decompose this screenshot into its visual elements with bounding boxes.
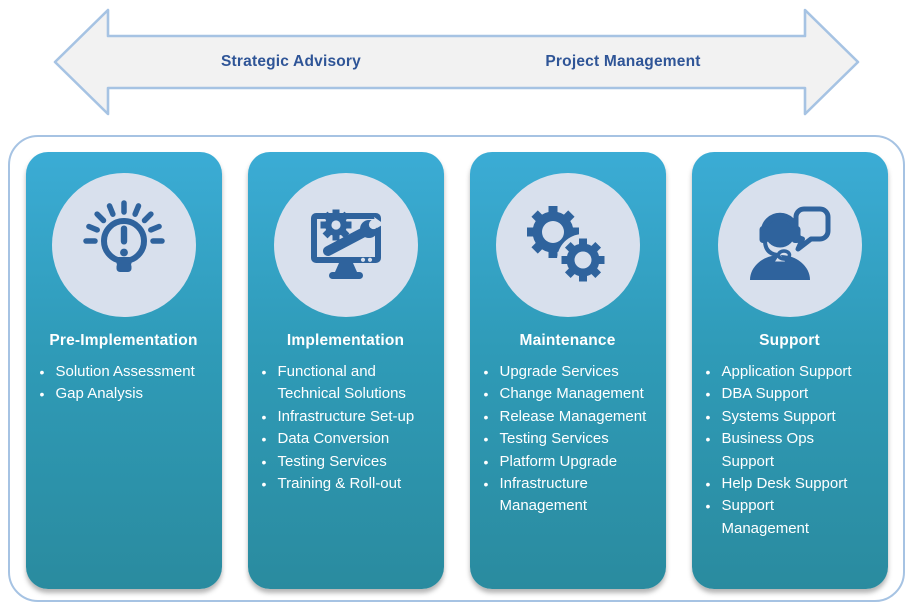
list-item: Application Support (705, 361, 884, 384)
arrow-label-strategic-advisory: Strategic Advisory (221, 53, 361, 70)
card-list: Upgrade Services Change Management Relea… (470, 361, 666, 518)
card-title: Implementation (286, 332, 405, 349)
list-item: DBA Support (705, 383, 884, 406)
list-item: Release Management (483, 406, 662, 429)
card-title: Pre-Implementation (49, 332, 198, 349)
list-item: Support Management (705, 495, 884, 540)
list-item: Training & Roll-out (261, 473, 440, 496)
list-item: Testing Services (483, 428, 662, 451)
card-support: Support Application Support DBA Support … (691, 152, 888, 589)
list-item: Platform Upgrade (483, 451, 662, 474)
list-item: Testing Services (261, 451, 440, 474)
list-item: Upgrade Services (483, 361, 662, 384)
list-item: Help Desk Support (705, 473, 884, 496)
scope-arrow: Strategic Advisory Project Management (0, 0, 913, 128)
card-title: Support (759, 332, 820, 349)
list-item: Solution Assessment (39, 361, 218, 384)
list-item: Systems Support (705, 406, 884, 429)
list-item: Infrastructure Management (483, 473, 662, 518)
card-list: Application Support DBA Support Systems … (692, 361, 888, 540)
list-item: Functional and Technical Solutions (261, 361, 440, 406)
list-item: Business Ops Support (705, 428, 884, 473)
card-list: Solution Assessment Gap Analysis (26, 361, 222, 406)
list-item: Gap Analysis (39, 383, 218, 406)
card-pre-implementation: Pre-Implementation Solution Assessment G… (25, 152, 222, 589)
list-item: Infrastructure Set-up (261, 406, 440, 429)
headset-agent-icon (717, 173, 862, 317)
idea-bulb-icon (51, 173, 196, 317)
list-item: Change Management (483, 383, 662, 406)
arrow-label-project-management: Project Management (545, 53, 701, 70)
list-item: Data Conversion (261, 428, 440, 451)
card-title: Maintenance (519, 332, 616, 349)
services-panel: Pre-Implementation Solution Assessment G… (8, 135, 905, 602)
card-implementation: Implementation Functional and Technical … (247, 152, 444, 589)
card-maintenance: Maintenance Upgrade Services Change Mana… (469, 152, 666, 589)
monitor-configuration-icon (273, 173, 418, 317)
gears-icon (495, 173, 640, 317)
card-list: Functional and Technical Solutions Infra… (248, 361, 444, 496)
double-arrow-icon (53, 8, 860, 116)
